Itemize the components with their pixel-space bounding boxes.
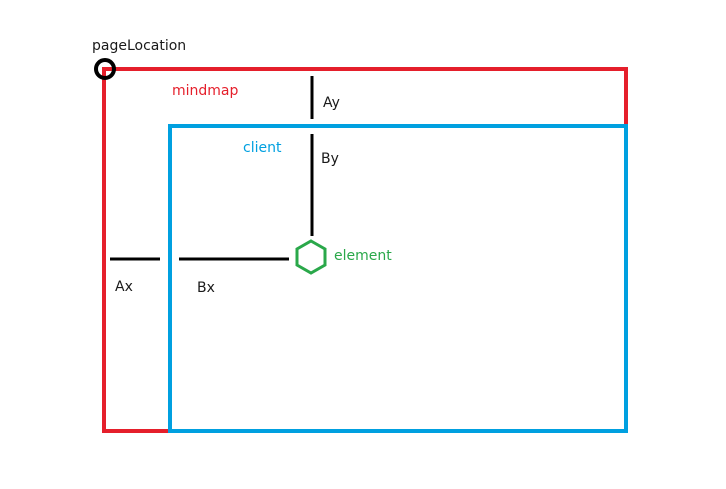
client-rect [168, 124, 628, 433]
by-label: By [321, 151, 339, 167]
bx-label: Bx [197, 280, 215, 296]
mindmap-label: mindmap [172, 83, 239, 99]
page-location-marker [94, 58, 116, 80]
ay-label: Ay [323, 95, 340, 111]
ax-label: Ax [115, 279, 133, 295]
element-label: element [334, 248, 392, 264]
page-location-label: pageLocation [92, 38, 186, 54]
element-hexagon-icon [295, 239, 327, 275]
client-label: client [243, 140, 282, 156]
